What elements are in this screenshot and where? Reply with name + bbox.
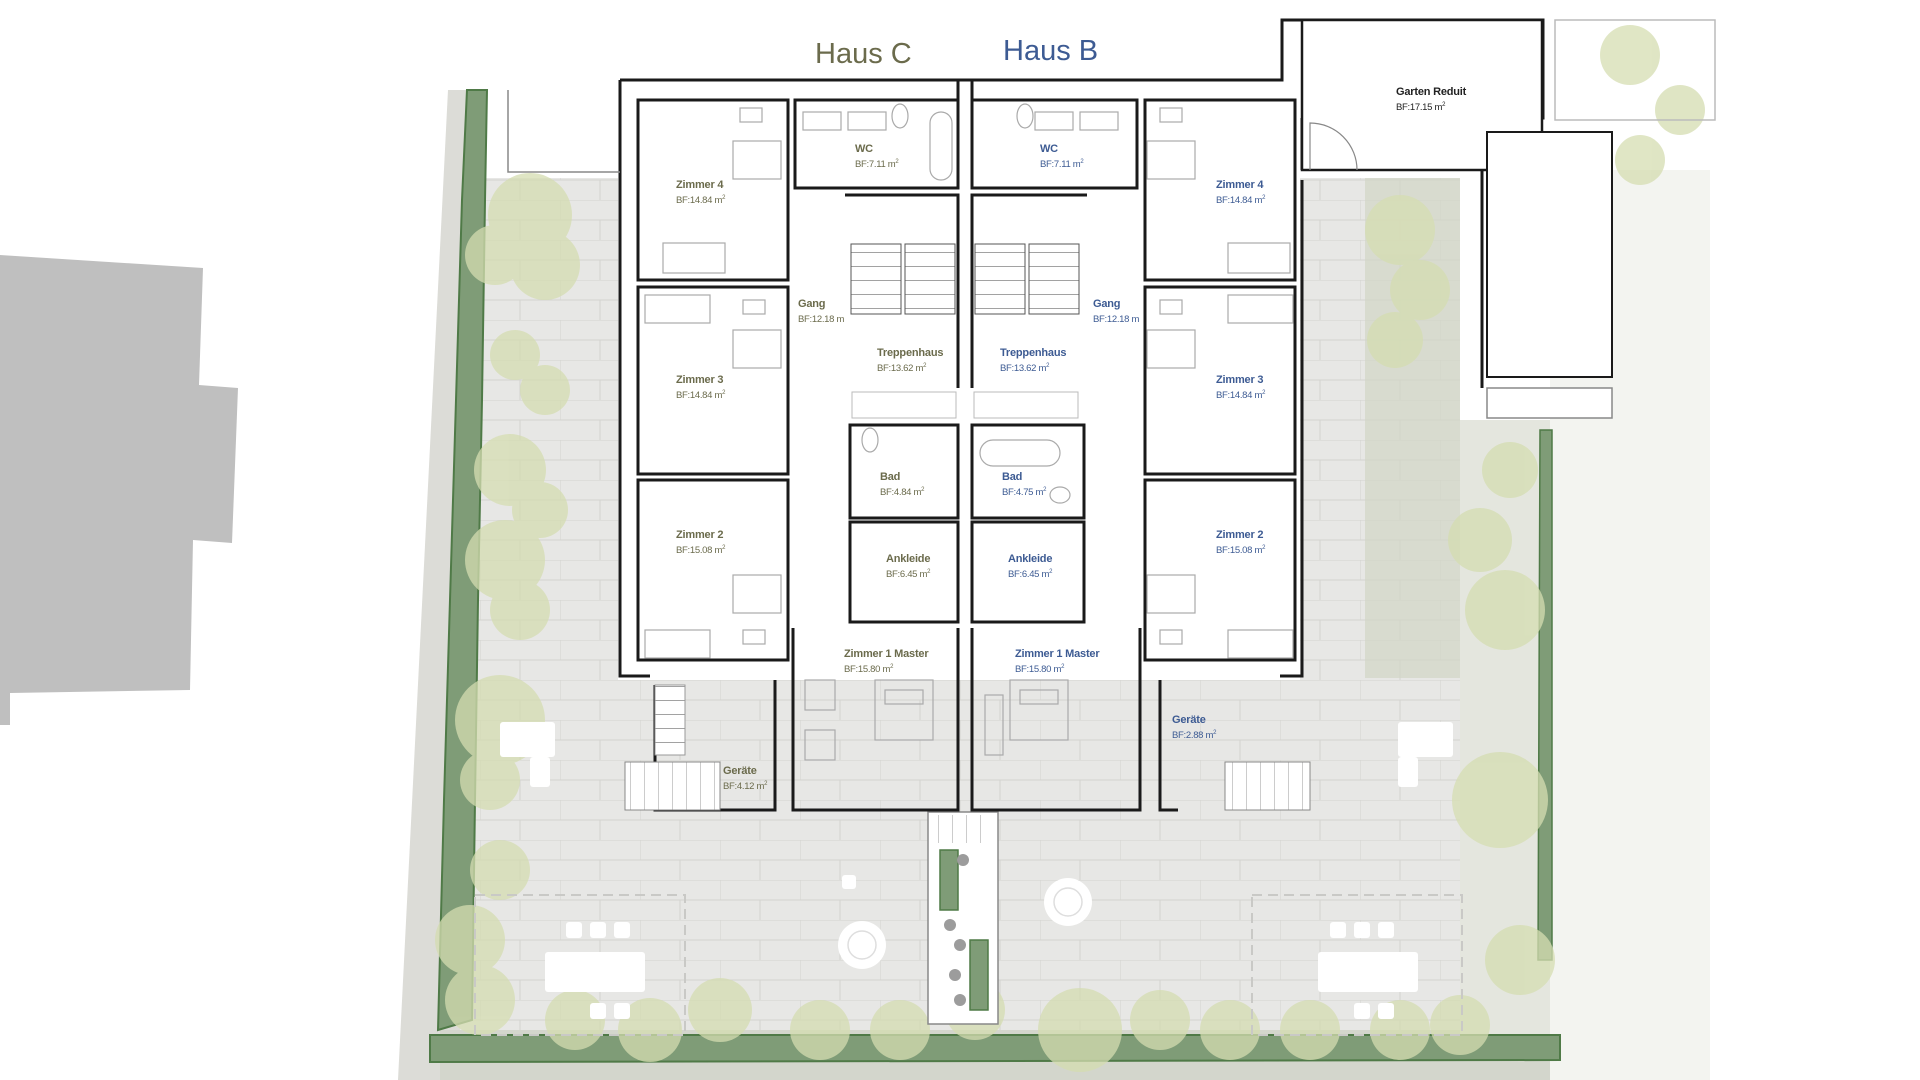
room-area: BF:14.84 m2 bbox=[1216, 194, 1266, 206]
stairs-haus-b-1 bbox=[974, 243, 1026, 315]
room-name: Gang bbox=[1093, 298, 1121, 310]
room-label-c-zimmer2: Zimmer 2 BF:15.08 m2 bbox=[676, 529, 725, 557]
room-area: BF:12.18 m bbox=[1093, 313, 1140, 325]
room-area: BF:14.84 m2 bbox=[676, 389, 726, 401]
room-area: BF:17.15 m2 bbox=[1396, 101, 1446, 113]
room-name: Zimmer 4 bbox=[676, 179, 724, 191]
room-area: BF:13.62 m2 bbox=[1000, 362, 1050, 374]
room-name: Zimmer 2 bbox=[676, 529, 724, 541]
room-area: BF:15.08 m2 bbox=[676, 544, 726, 556]
room-area: BF:4.84 m2 bbox=[880, 486, 925, 498]
room-area: BF:7.11 m2 bbox=[855, 158, 899, 170]
room-area: BF:14.84 m2 bbox=[676, 194, 726, 206]
room-label-c-wc: WC BF:7.11 m2 bbox=[855, 143, 899, 171]
room-label-b-zimmer1-master: Zimmer 1 Master BF:15.80 m2 bbox=[1015, 648, 1100, 676]
room-name: Treppenhaus bbox=[877, 347, 944, 359]
room-area: BF:15.80 m2 bbox=[844, 663, 894, 675]
room-label-c-gang: Gang BF:12.18 m bbox=[798, 298, 844, 326]
room-name: Zimmer 3 bbox=[676, 374, 724, 386]
room-area: BF:13.62 m2 bbox=[877, 362, 927, 374]
room-label-b-bad: Bad BF:4.75 m2 bbox=[1002, 471, 1046, 499]
interior-furniture bbox=[644, 103, 1294, 761]
room-label-b-ankleide: Ankleide BF:6.45 m2 bbox=[1008, 553, 1052, 581]
hedge-east bbox=[1537, 429, 1553, 961]
room-name: Zimmer 2 bbox=[1216, 529, 1264, 541]
walkway-planter-2 bbox=[969, 939, 989, 1011]
stairs-haus-b-2 bbox=[1028, 243, 1080, 315]
room-name: Garten Reduit bbox=[1396, 86, 1467, 98]
room-area: BF:6.45 m2 bbox=[1008, 568, 1053, 580]
room-label-garten-reduit: Garten Reduit BF:17.15 m2 bbox=[1396, 86, 1466, 114]
garten-reduit-box bbox=[1300, 18, 1544, 172]
outdoor-furniture bbox=[500, 722, 1453, 1019]
building-walls bbox=[618, 18, 1545, 812]
room-name: Geräte bbox=[1172, 714, 1206, 726]
room-label-c-zimmer3: Zimmer 3 BF:14.84 m2 bbox=[676, 374, 725, 402]
stairs-haus-c-1 bbox=[850, 243, 902, 315]
room-label-c-ankleide: Ankleide BF:6.45 m2 bbox=[886, 553, 930, 581]
room-label-b-zimmer2: Zimmer 2 BF:15.08 m2 bbox=[1216, 529, 1265, 557]
room-label-b-treppenhaus: Treppenhaus BF:13.62 m2 bbox=[1000, 347, 1066, 375]
room-label-b-gang: Gang BF:12.18 m bbox=[1093, 298, 1139, 326]
pergola-east bbox=[1251, 894, 1463, 1036]
room-label-b-zimmer4: Zimmer 4 BF:14.84 m2 bbox=[1216, 179, 1265, 207]
room-name: Bad bbox=[880, 471, 901, 483]
room-area: BF:4.75 m2 bbox=[1002, 486, 1047, 498]
garten-reduit-door bbox=[1309, 122, 1358, 171]
room-name: WC bbox=[855, 143, 873, 155]
room-name: Zimmer 1 Master bbox=[844, 648, 929, 660]
room-label-c-zimmer4: Zimmer 4 BF:14.84 m2 bbox=[676, 179, 725, 207]
room-area: BF:6.45 m2 bbox=[886, 568, 931, 580]
haus-b-title: Haus B bbox=[1003, 35, 1099, 67]
haus-c-title: Haus C bbox=[815, 38, 912, 70]
room-area: BF:15.08 m2 bbox=[1216, 544, 1266, 556]
room-label-c-geraete: Geräte BF:4.12 m2 bbox=[723, 765, 767, 793]
room-area: BF:4.12 m2 bbox=[723, 780, 768, 792]
walkway-steps bbox=[935, 815, 991, 843]
neighbor-building bbox=[0, 255, 238, 725]
room-name: Zimmer 1 Master bbox=[1015, 648, 1100, 660]
room-label-b-wc: WC BF:7.11 m2 bbox=[1040, 143, 1084, 171]
room-label-b-geraete: Geräte BF:2.88 m2 bbox=[1172, 714, 1216, 742]
room-name: Geräte bbox=[723, 765, 757, 777]
room-label-b-zimmer3: Zimmer 3 BF:14.84 m2 bbox=[1216, 374, 1265, 402]
room-name: Ankleide bbox=[886, 553, 931, 565]
room-name: Zimmer 4 bbox=[1216, 179, 1264, 191]
room-label-c-zimmer1-master: Zimmer 1 Master BF:15.80 m2 bbox=[844, 648, 929, 676]
walkway-planter-1 bbox=[939, 849, 959, 911]
room-name: Treppenhaus bbox=[1000, 347, 1067, 359]
room-label-c-treppenhaus: Treppenhaus BF:13.62 m2 bbox=[877, 347, 943, 375]
room-area: BF:12.18 m bbox=[798, 313, 845, 325]
trees bbox=[435, 25, 1705, 1072]
room-area: BF:15.80 m2 bbox=[1015, 663, 1065, 675]
stairs-haus-c-2 bbox=[904, 243, 956, 315]
room-area: BF:14.84 m2 bbox=[1216, 389, 1266, 401]
room-name: WC bbox=[1040, 143, 1058, 155]
room-name: Gang bbox=[798, 298, 826, 310]
room-name: Zimmer 3 bbox=[1216, 374, 1264, 386]
room-name: Bad bbox=[1002, 471, 1023, 483]
room-label-c-bad: Bad BF:4.84 m2 bbox=[880, 471, 924, 499]
room-area: BF:7.11 m2 bbox=[1040, 158, 1084, 170]
room-name: Ankleide bbox=[1008, 553, 1053, 565]
room-area: BF:2.88 m2 bbox=[1172, 729, 1217, 741]
pergola-west bbox=[474, 894, 686, 1036]
